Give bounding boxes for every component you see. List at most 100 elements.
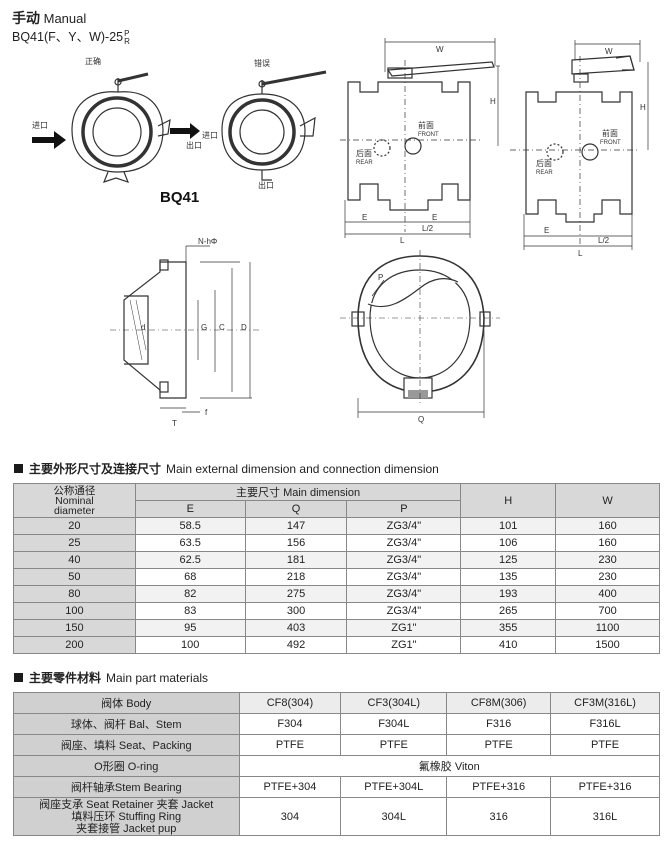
section1-title-zh: 主要外形尺寸及连接尺寸 [29, 462, 162, 476]
table-cell: ZG3/4" [346, 517, 462, 535]
front-zh-1: 前面 [418, 120, 434, 130]
mat-grade-2: CF3(304L) [340, 692, 448, 714]
col-h-header: H [460, 483, 557, 518]
rear-zh-1: 后面 [356, 148, 372, 158]
section2-title-zh: 主要零件材料 [29, 671, 102, 685]
nominal-header: 公称通径 Nominal diameter [13, 483, 136, 518]
table-cell: ZG3/4" [346, 534, 462, 552]
label-outlet-2: 出口 [258, 180, 274, 190]
dim-d-lower: d [141, 323, 145, 332]
install-correct-figure [32, 72, 200, 183]
table-cell: 125 [460, 551, 557, 569]
dim-c: C [219, 323, 225, 332]
table-cell: 95 [134, 619, 246, 637]
stem-bearing-row: 阀杆轴承Stem Bearing PTFE+304 PTFE+304L PTFE… [13, 776, 660, 798]
table-cell: 403 [244, 619, 348, 637]
section-materials: 主要零件材料 Main part materials [14, 669, 208, 686]
dim-q: Q [418, 415, 424, 424]
title-zh: 手动 [12, 10, 40, 26]
table-cell: ZG3/4" [346, 585, 462, 603]
dim-nhphi: N-hΦ [198, 237, 217, 246]
table-cell: 400 [555, 585, 660, 603]
table-cell: 1500 [555, 636, 660, 654]
table-cell: 20 [13, 517, 136, 535]
dim-e-1a: E [362, 213, 367, 222]
table-cell: 410 [460, 636, 557, 654]
technical-drawing: 正确 进口 出口 BQ41 错误 进口 出口 W H 前面 FRONT [32, 38, 649, 428]
table-cell: 135 [460, 568, 557, 586]
col-e-header: E [134, 500, 246, 518]
col-w-header: W [555, 483, 660, 518]
dim-h-2: H [640, 103, 646, 112]
table-row: 阀座、填料 Seat、Packing PTFE PTFE PTFE PTFE [13, 734, 660, 756]
table-row: 球体、阀杆 Bal、Stem F304 F304L F316 F316L [13, 713, 660, 735]
dim-w-1: W [436, 45, 444, 54]
model-prefix: BQ41(F、Y、W)-25 [12, 30, 124, 44]
mat-grade-3: CF8M(306) [446, 692, 552, 714]
table-cell: ZG1" [346, 619, 462, 637]
table-cell: 82 [134, 585, 246, 603]
dimension-table: 公称通径 Nominal diameter 主要尺寸 Main dimensio… [13, 483, 660, 654]
section-bullet-icon [14, 464, 23, 473]
col-q-header: Q [244, 500, 348, 518]
dim-e-2: E [544, 226, 549, 235]
table-cell: 160 [555, 517, 660, 535]
flange-section [110, 245, 260, 413]
col-p-header: P [346, 500, 462, 518]
dim-l2-2: L/2 [598, 236, 610, 245]
front-view-1 [340, 38, 500, 238]
front-en-1: FRONT [418, 132, 439, 138]
front-en-2: FRONT [600, 140, 621, 146]
table-cell: 700 [555, 602, 660, 620]
label-inlet-2: 进口 [202, 131, 218, 140]
dim-w-2: W [605, 47, 613, 56]
table-cell: 230 [555, 568, 660, 586]
table-cell: ZG1" [346, 636, 462, 654]
dim-e-1b: E [432, 213, 437, 222]
dim-l2-1: L/2 [422, 224, 434, 233]
table-cell: ZG3/4" [346, 568, 462, 586]
section1-title-en: Main external dimension and connection d… [166, 461, 439, 476]
dim-g: G [201, 323, 207, 332]
table-cell: 83 [134, 602, 246, 620]
table-cell: 300 [244, 602, 348, 620]
mat-grade-4: CF3M(316L) [550, 692, 660, 714]
section-main-dimension: 主要外形尺寸及连接尺寸 Main external dimension and … [14, 460, 439, 477]
table-cell: 218 [244, 568, 348, 586]
table-cell: 492 [244, 636, 348, 654]
dim-f: f [205, 408, 208, 417]
materials-header-row: 阀体 Body CF8(304) CF3(304L) CF8M(306) CF3… [13, 692, 660, 714]
dim-p: P [378, 273, 383, 282]
dim-d-upper: D [241, 323, 247, 332]
retainer-row: 阀座支承 Seat Retainer 夹套 Jacket 填料压环 Stuffi… [13, 797, 660, 836]
rear-zh-2: 后面 [536, 158, 552, 168]
section2-title-en: Main part materials [106, 670, 209, 685]
table-cell: 101 [460, 517, 557, 535]
table-cell: 150 [13, 619, 136, 637]
table-cell: 355 [460, 619, 557, 637]
dim-t: T [172, 419, 177, 428]
table-cell: 100 [134, 636, 246, 654]
install-wrong-figure [221, 70, 327, 181]
table-cell: 275 [244, 585, 348, 603]
table-cell: 68 [134, 568, 246, 586]
mat-grade-1: CF8(304) [238, 692, 342, 714]
table-cell: 58.5 [134, 517, 246, 535]
jacket-section [340, 250, 500, 418]
table-cell: 156 [244, 534, 348, 552]
table-cell: 181 [244, 551, 348, 569]
table-cell: 160 [555, 534, 660, 552]
main-dimension-header: 主要尺寸 Main dimension [134, 483, 462, 501]
dim-l-1: L [400, 236, 405, 245]
section-bullet-icon [14, 673, 23, 682]
rear-en-1: REAR [356, 160, 373, 166]
